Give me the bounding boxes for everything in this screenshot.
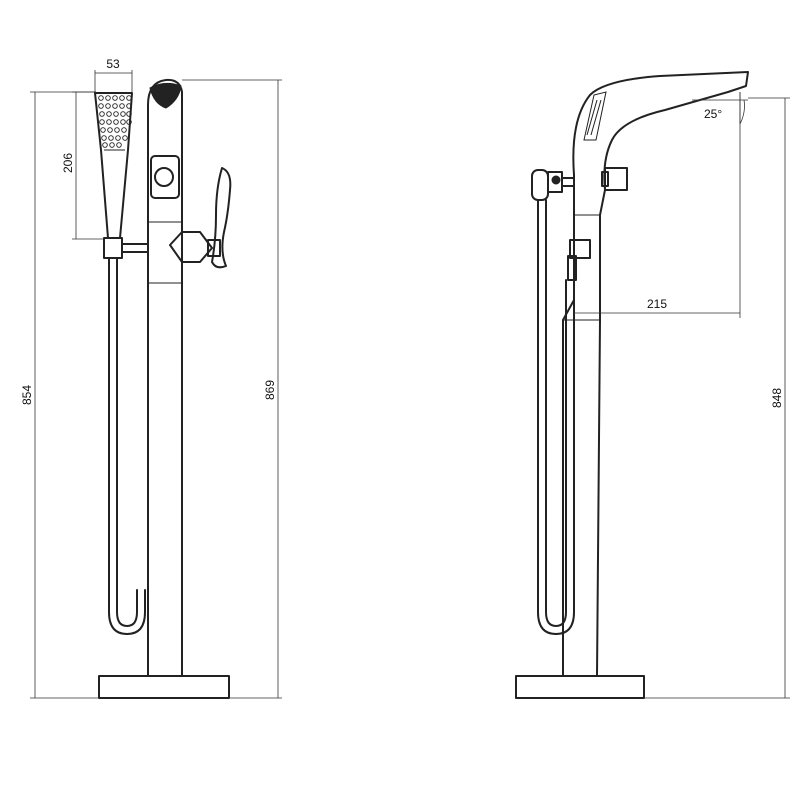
dim-label-854: 854 [20,385,34,405]
side-diverter-body [547,171,563,193]
handshower-nozzles [98,95,132,148]
diverter-knob [154,167,174,187]
hose-inner [116,257,138,627]
hose-outer [108,257,146,635]
side-base-plate [515,675,645,699]
side-hose-inner [545,199,567,627]
front-base-plate [98,675,230,699]
dim-label-53: 53 [106,57,120,71]
side-mixer-cap [604,167,628,191]
dim-label-206: 206 [61,153,75,173]
side-hose-outer [537,199,575,635]
side-diverter-nut [531,169,549,201]
dim-label-848: 848 [770,388,784,408]
dim-label-215: 215 [647,297,667,311]
side-holder-mount [567,255,577,281]
mixer-body [169,231,213,263]
handshower-holder [103,237,123,259]
dim-label-869: 869 [263,380,277,400]
mixer-lever [211,167,232,269]
holder-arm [121,243,149,253]
side-handshower-head [583,91,607,141]
front-view: 53 206 854 869 [20,57,282,699]
side-handshower-lines [586,99,602,136]
front-spout-outlet [149,82,182,109]
angle-arc [739,99,745,125]
side-pillar-spout [562,71,749,677]
side-view: 215 25° 848 [515,71,790,699]
side-diverter-arm [561,177,575,187]
front-pillar [147,78,183,677]
side-holder [569,239,591,259]
diverter-housing [150,155,180,199]
side-mixer-nut [601,171,609,187]
dim-label-angle: 25° [704,107,722,121]
side-diverter-dot [551,175,561,185]
